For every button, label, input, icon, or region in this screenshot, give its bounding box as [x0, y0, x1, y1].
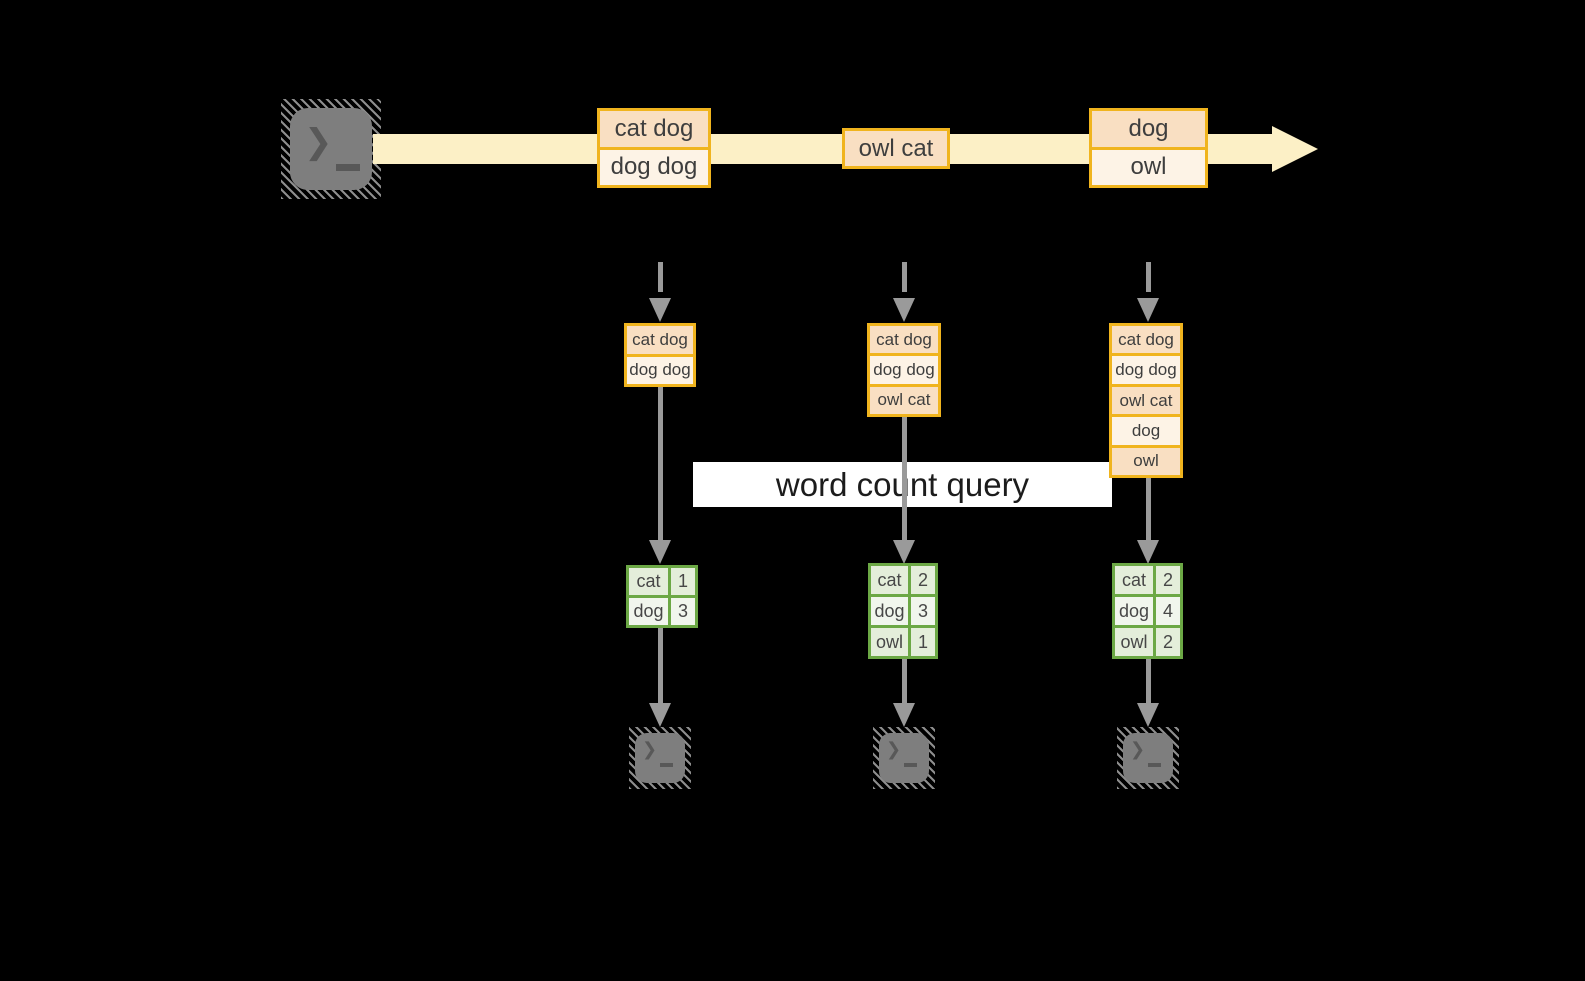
- input-stack-2: cat dog dog dog owl cat: [867, 323, 941, 417]
- arrowhead-icon: [893, 298, 915, 322]
- count-cell: 1: [911, 628, 935, 656]
- wordcount-table-3: cat 2 dog 4 owl 2: [1112, 563, 1183, 659]
- terminal-screen: ❯: [635, 733, 685, 783]
- record: dog dog: [870, 353, 938, 384]
- terminal-icon: ❯: [629, 727, 691, 789]
- count-cell: 4: [1156, 597, 1180, 625]
- record: owl cat: [845, 131, 947, 166]
- prompt-underscore-icon: [336, 164, 360, 171]
- count-cell: 3: [911, 597, 935, 625]
- record: owl cat: [1112, 383, 1180, 415]
- record: cat dog: [600, 111, 708, 147]
- flow-line: [1146, 476, 1151, 541]
- flow-line: [658, 385, 663, 541]
- word-cell: cat: [871, 566, 911, 594]
- word-cell: dog: [871, 597, 911, 625]
- record: owl cat: [870, 383, 938, 414]
- terminal-screen: ❯: [290, 108, 372, 190]
- count-cell: 2: [1156, 566, 1180, 594]
- count-cell: 2: [911, 566, 935, 594]
- table-row: owl 1: [871, 625, 935, 656]
- prompt-underscore-icon: [904, 763, 917, 767]
- flow-line: [902, 659, 907, 704]
- stream-batch-1: cat dog dog dog: [597, 108, 711, 188]
- flow-line: [902, 415, 907, 541]
- record: cat dog: [627, 326, 693, 354]
- table-row: cat 2: [1115, 566, 1180, 594]
- terminal-icon: ❯: [1117, 727, 1179, 789]
- record: cat dog: [1112, 326, 1180, 354]
- stream-arrowhead-icon: [1272, 126, 1318, 172]
- prompt-chevron-icon: ❯: [642, 739, 658, 760]
- wordcount-table-1: cat 1 dog 3: [626, 565, 698, 628]
- stream-batch-3: dog owl: [1089, 108, 1208, 188]
- terminal-icon: ❯: [281, 99, 381, 199]
- table-row: dog 3: [629, 595, 695, 625]
- word-cell: owl: [1115, 628, 1156, 656]
- dashed-arrow: [902, 262, 907, 292]
- count-cell: 3: [671, 598, 695, 625]
- table-row: dog 4: [1115, 594, 1180, 625]
- stream-batch-2: owl cat: [842, 128, 950, 169]
- record: owl: [1112, 444, 1180, 476]
- arrowhead-icon: [649, 540, 671, 564]
- table-row: owl 2: [1115, 625, 1180, 656]
- word-cell: owl: [871, 628, 911, 656]
- terminal-screen: ❯: [1123, 733, 1173, 783]
- arrowhead-icon: [1137, 703, 1159, 727]
- dashed-arrow: [1146, 262, 1151, 292]
- word-cell: cat: [629, 568, 671, 595]
- input-stack-1: cat dog dog dog: [624, 323, 696, 387]
- arrowhead-icon: [1137, 298, 1159, 322]
- word-cell: dog: [629, 598, 671, 625]
- table-row: dog 3: [871, 594, 935, 625]
- arrowhead-icon: [1137, 540, 1159, 564]
- record: dog: [1092, 111, 1205, 147]
- word-cell: dog: [1115, 597, 1156, 625]
- arrowhead-icon: [649, 703, 671, 727]
- record: dog dog: [600, 146, 708, 185]
- dashed-arrow: [658, 262, 663, 292]
- count-cell: 1: [671, 568, 695, 595]
- wordcount-table-2: cat 2 dog 3 owl 1: [868, 563, 938, 659]
- prompt-underscore-icon: [1148, 763, 1161, 767]
- count-cell: 2: [1156, 628, 1180, 656]
- terminal-screen: ❯: [879, 733, 929, 783]
- table-row: cat 2: [871, 566, 935, 594]
- prompt-chevron-icon: ❯: [1130, 739, 1146, 760]
- flow-line: [658, 628, 663, 704]
- arrowhead-icon: [893, 540, 915, 564]
- prompt-underscore-icon: [660, 763, 673, 767]
- word-cell: cat: [1115, 566, 1156, 594]
- prompt-chevron-icon: ❯: [304, 122, 333, 162]
- record: dog dog: [627, 353, 693, 384]
- prompt-chevron-icon: ❯: [886, 739, 902, 760]
- flow-line: [1146, 659, 1151, 704]
- table-row: cat 1: [629, 568, 695, 595]
- terminal-icon: ❯: [873, 727, 935, 789]
- input-stack-3: cat dog dog dog owl cat dog owl: [1109, 323, 1183, 478]
- arrowhead-icon: [649, 298, 671, 322]
- arrowhead-icon: [893, 703, 915, 727]
- record: cat dog: [870, 326, 938, 354]
- record: dog dog: [1112, 353, 1180, 384]
- record: owl: [1092, 146, 1205, 185]
- record: dog: [1112, 414, 1180, 445]
